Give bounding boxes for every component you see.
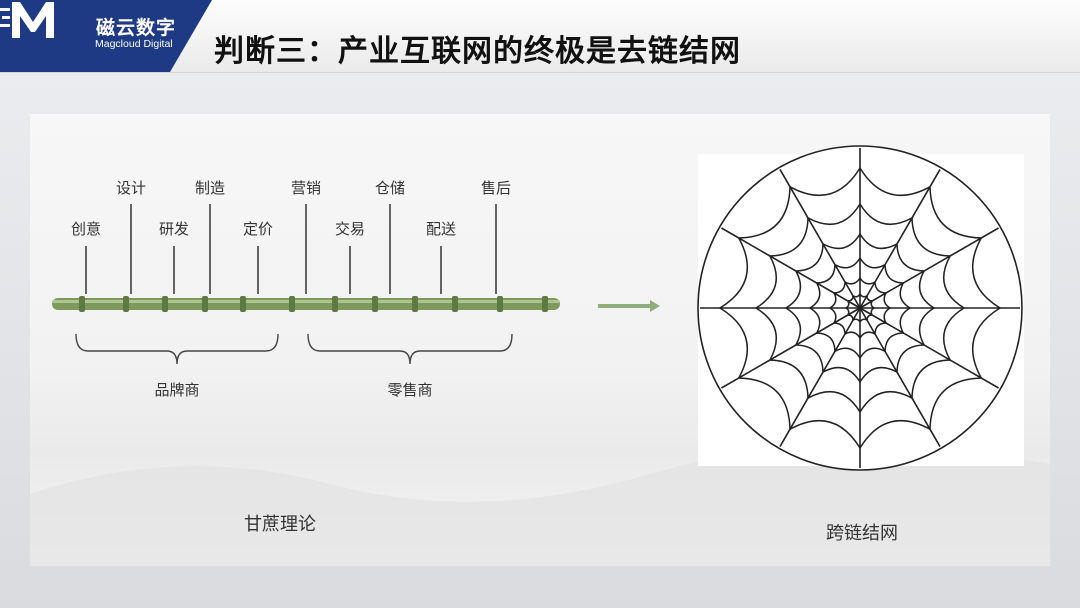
group-bracket <box>307 333 513 365</box>
arrow-head <box>650 300 660 312</box>
logo-badge: 磁云数字 Magcloud Digital <box>0 0 212 72</box>
web-spoke <box>859 227 999 309</box>
sugarcane-node <box>372 296 378 312</box>
stage-label: 配送 <box>426 220 456 238</box>
background-mountains <box>30 446 1050 566</box>
web-ring <box>784 233 936 384</box>
stage-label: 研发 <box>159 220 189 238</box>
web-ring <box>828 277 892 340</box>
sugarcane-node <box>79 296 85 312</box>
stage-label: 仓储 <box>375 179 405 197</box>
spider-web: 跨链结网 <box>697 145 1024 544</box>
web-spoke <box>859 169 941 309</box>
brand-name-cn: 磁云数字 <box>96 17 177 39</box>
sugarcane-node <box>289 296 295 312</box>
sugarcane-node <box>162 296 168 312</box>
page-title: 判断三：产业互联网的终极是去链结网 <box>214 34 741 69</box>
sugarcane-node <box>123 296 129 312</box>
web-ring <box>808 257 912 360</box>
stage-label: 定价 <box>243 220 273 238</box>
sugarcane-node <box>332 296 338 312</box>
group-bracket <box>75 333 279 365</box>
web-caption: 跨链结网 <box>826 523 898 544</box>
web-spoke <box>721 307 861 389</box>
header-bar: 磁云数字 Magcloud Digital 判断三：产业互联网的终极是去链结网 <box>0 0 1080 73</box>
stage-label: 售后 <box>481 179 511 197</box>
sugarcane-node <box>497 296 503 312</box>
stage-label: 制造 <box>195 179 225 197</box>
web-ring <box>718 167 1002 450</box>
group-label: 品牌商 <box>154 381 199 399</box>
stage-label: 营销 <box>291 179 321 197</box>
sugarcane-node <box>202 296 208 312</box>
chain-caption: 甘蔗理论 <box>244 514 316 535</box>
brand-name-en: Magcloud Digital <box>95 38 173 50</box>
content-panel: 创意 设计研发 制造定价 营销交易 仓储配送 售后 品牌商 零售商 甘蔗理论 跨链结网 <box>30 114 1050 566</box>
group-label: 零售商 <box>387 381 432 399</box>
web-ring <box>754 203 966 414</box>
web-spoke <box>779 169 861 309</box>
web-spoke <box>859 307 941 447</box>
logo-m-icon <box>0 2 54 38</box>
web-ring <box>844 293 876 324</box>
stage-label: 设计 <box>116 179 146 197</box>
web-spoke <box>779 307 861 447</box>
stage-label: 交易 <box>335 220 365 238</box>
sugarcane-highlight <box>52 300 560 303</box>
sugarcane-node <box>452 296 458 312</box>
stage-label: 创意 <box>71 220 101 238</box>
sugarcane-node <box>542 296 548 312</box>
transition-arrow <box>598 300 660 312</box>
sugarcane-node <box>412 296 418 312</box>
web-spoke <box>859 307 999 389</box>
sugarcane-node <box>240 296 246 312</box>
web-spoke <box>721 227 861 309</box>
